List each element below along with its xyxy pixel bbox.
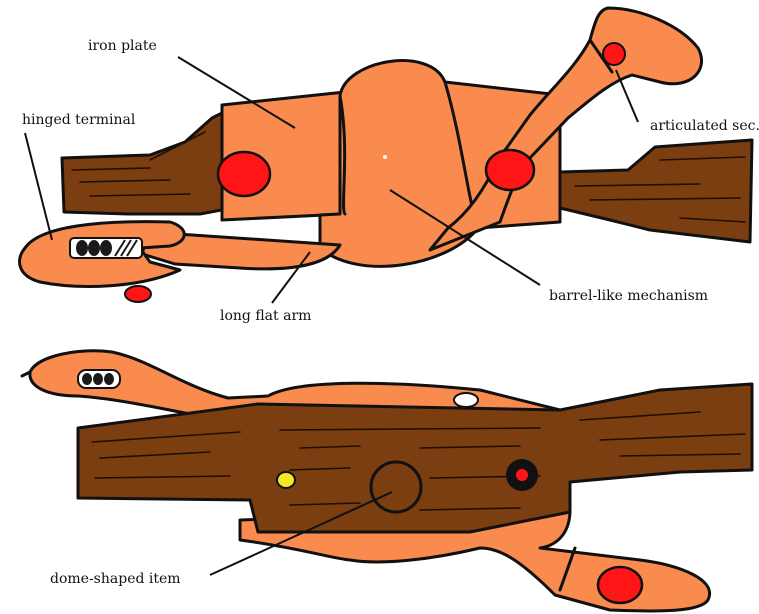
iron-plate-rivet: [218, 152, 270, 196]
label-barrel-mechanism: barrel-like mechanism: [549, 288, 708, 304]
articulated-rivet: [603, 43, 625, 65]
yellow-rivet: [277, 472, 295, 488]
bottom-white-gap: [454, 393, 478, 407]
bottom-arm-rivet: [598, 567, 642, 603]
label-hinged-terminal: hinged terminal: [22, 112, 136, 128]
terminal-rivet: [125, 286, 151, 302]
top-right-wood-stock: [560, 140, 752, 242]
label-iron-plate: iron plate: [88, 38, 157, 54]
bottom-terminal-coil: [82, 373, 114, 385]
leader-hinged-terminal: [25, 133, 52, 240]
barrel-rivet: [486, 150, 534, 190]
barrel-highlight: [383, 155, 387, 159]
dark-rivet-core: [516, 469, 528, 481]
label-dome-item: dome-shaped item: [50, 571, 181, 587]
dome-shaped-item-shape: [371, 462, 421, 512]
label-articulated-sec: articulated sec.: [650, 118, 759, 134]
label-long-flat-arm: long flat arm: [220, 308, 311, 324]
